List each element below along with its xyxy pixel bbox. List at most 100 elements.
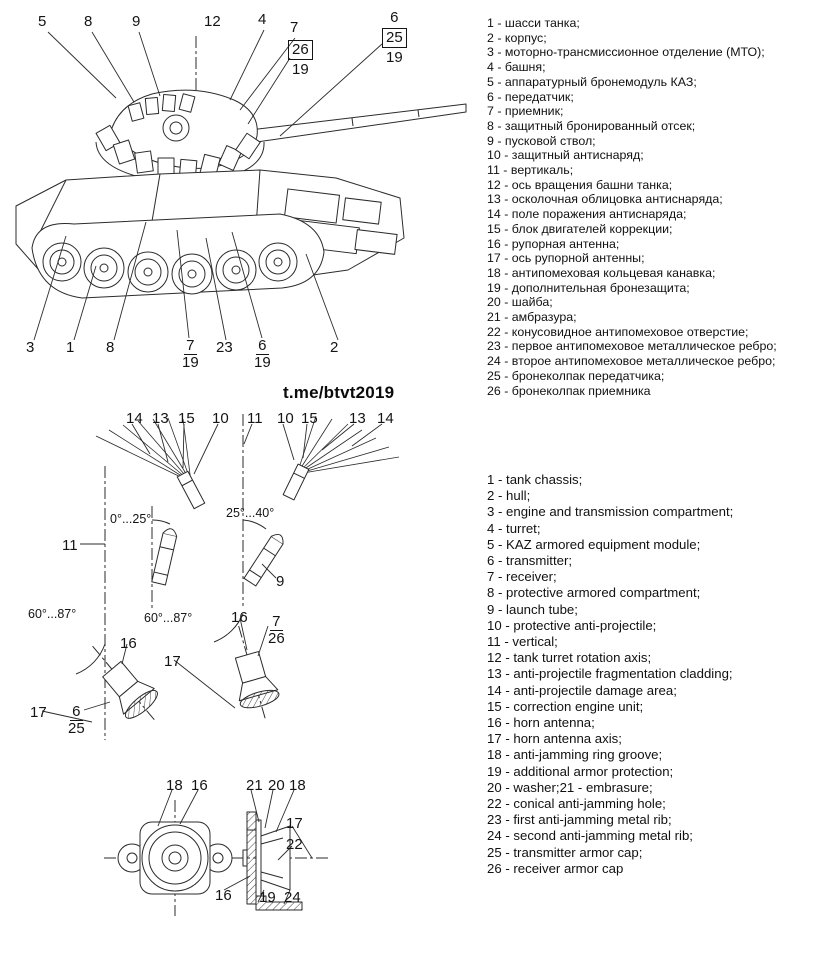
callout-11: 11 bbox=[247, 410, 263, 427]
legend-en-item: 10 - protective anti-projectile; bbox=[487, 617, 657, 633]
callout-25: 25 bbox=[68, 719, 85, 737]
callout-frac-6-19: 6 19 bbox=[252, 338, 273, 371]
legend-en-item: 4 - turret; bbox=[487, 520, 541, 536]
angle-arc-0-25 bbox=[151, 519, 171, 525]
gun-barrel bbox=[249, 103, 467, 144]
legend-en-item: 3 - engine and transmission compartment; bbox=[487, 504, 734, 520]
launch-tube-right bbox=[243, 534, 284, 587]
horn-antenna-detail-drawing bbox=[104, 789, 330, 916]
callout-13: 13 bbox=[152, 410, 169, 427]
legend-ru-item: 8 - защитный бронированный отсек; bbox=[487, 118, 696, 133]
legend-en-item: 15 - correction engine unit; bbox=[487, 698, 644, 714]
legend-ru-item: 5 - аппаратурный бронемодуль КАЗ; bbox=[487, 74, 697, 89]
callout-6: 6 bbox=[70, 703, 83, 721]
legend-en-item: 6 - transmitter; bbox=[487, 553, 573, 569]
legend-ru-item: 3 - моторно-трансмиссионное отделение (М… bbox=[487, 45, 765, 60]
angle-label-60-87-left: 60°...87° bbox=[28, 607, 77, 621]
callout-17: 17 bbox=[30, 704, 47, 721]
legend-ru-item: 16 - рупорная антенна; bbox=[487, 236, 620, 251]
callout-19: 19 bbox=[259, 889, 276, 906]
legend-en-item: 14 - anti-projectile damage area; bbox=[487, 682, 677, 698]
angle-label-60-87-right: 60°...87° bbox=[144, 611, 193, 625]
angle-label-25-40: 25°...40° bbox=[226, 506, 275, 520]
callout-9: 9 bbox=[276, 573, 285, 590]
callout-frac-6-25: 6 25 bbox=[66, 704, 87, 737]
legend-en-item: 22 - conical anti-jamming hole; bbox=[487, 796, 666, 812]
callout-16: 16 bbox=[231, 609, 248, 626]
callout-18: 18 bbox=[289, 777, 306, 794]
legend-ru-item: 13 - осколочная облицовка антиснаряда; bbox=[487, 192, 723, 207]
legend-en-item: 1 - tank chassis; bbox=[487, 472, 583, 487]
legend-en-item: 9 - launch tube; bbox=[487, 601, 578, 617]
callout-23: 23 bbox=[216, 339, 233, 356]
leader-lines bbox=[157, 789, 313, 905]
callout-19: 19 bbox=[182, 353, 199, 371]
callout-18: 18 bbox=[166, 777, 183, 794]
callout-26: 26 bbox=[268, 629, 285, 647]
anti-projectile-left bbox=[176, 470, 206, 510]
legend-ru-item: 19 - дополнительная бронезащита; bbox=[487, 280, 690, 295]
legend-ru-item: 22 - конусовидное антипомеховое отверсти… bbox=[487, 324, 749, 339]
callout-16: 16 bbox=[215, 887, 232, 904]
callout-stack-26-19: 26 19 bbox=[288, 40, 313, 78]
callout-24: 24 bbox=[284, 889, 301, 906]
legend-ru-item: 17 - ось рупорной антенны; bbox=[487, 251, 645, 266]
launch-tube-left bbox=[151, 528, 178, 586]
legend-en-item: 16 - horn antenna; bbox=[487, 715, 595, 731]
legend-en-item: 11 - vertical; bbox=[487, 634, 558, 650]
callout-20: 20 bbox=[268, 777, 285, 794]
callout-19: 19 bbox=[292, 60, 309, 78]
legend-ru-item: 20 - шайба; bbox=[487, 295, 553, 310]
kaz-geometry-drawing bbox=[41, 414, 400, 740]
angle-arc-60-87-right bbox=[213, 613, 244, 643]
callout-8: 8 bbox=[106, 339, 115, 356]
callout-frac-7-26: 7 26 bbox=[266, 614, 287, 647]
legend-ru-item: 24 - второе антипомеховое металлическое … bbox=[487, 354, 776, 369]
callout-frac-7-19: 7 19 bbox=[180, 338, 201, 371]
legend-ru-item: 2 - корпус; bbox=[487, 30, 547, 45]
legend-ru-item: 11 - вертикаль; bbox=[487, 163, 574, 178]
legend-russian: 1 - шасси танка;2 - корпус;3 - моторно-т… bbox=[487, 16, 817, 398]
angle-arc-25-40 bbox=[242, 519, 267, 530]
callout-1: 1 bbox=[66, 339, 75, 356]
legend-ru-item: 9 - пусковой ствол; bbox=[487, 133, 596, 148]
leader-lines bbox=[41, 423, 383, 723]
callout-12: 12 bbox=[204, 13, 221, 30]
callout-19: 19 bbox=[386, 48, 403, 66]
damage-area-left bbox=[95, 417, 192, 483]
legend-ru-item: 15 - блок двигателей коррекции; bbox=[487, 221, 673, 236]
legend-en-item: 2 - hull; bbox=[487, 488, 531, 504]
legend-ru-item: 1 - шасси танка; bbox=[487, 16, 580, 30]
callout-17: 17 bbox=[286, 815, 303, 832]
callout-8: 8 bbox=[84, 13, 93, 30]
callout-10: 10 bbox=[277, 410, 294, 427]
legend-ru-item: 6 - передатчик; bbox=[487, 89, 574, 104]
legend-en-item: 26 - receiver armor cap bbox=[487, 860, 624, 876]
callout-14: 14 bbox=[377, 410, 394, 427]
anti-projectile-right bbox=[282, 463, 310, 501]
callout-7: 7 bbox=[184, 337, 197, 355]
leader-lines bbox=[33, 29, 383, 341]
legend-en-item: 24 - second anti-jamming metal rib; bbox=[487, 828, 693, 844]
callout-3: 3 bbox=[26, 339, 35, 356]
legend-en-item: 19 - additional armor protection; bbox=[487, 763, 674, 779]
callout-4: 4 bbox=[258, 11, 267, 28]
watermark: t.me/btvt2019 bbox=[283, 383, 395, 402]
legend-ru-item: 21 - амбразура; bbox=[487, 310, 577, 325]
callout-2: 2 bbox=[330, 339, 339, 356]
legend-en-item: 12 - tank turret rotation axis; bbox=[487, 650, 652, 666]
legend-en-item: 5 - KAZ armored equipment module; bbox=[487, 536, 701, 552]
callout-13: 13 bbox=[349, 410, 366, 427]
legend-en-item: 20 - washer;21 - embrasure; bbox=[487, 779, 653, 795]
armor-bracket-section bbox=[255, 895, 303, 911]
callout-stack-6-25-19: 6 25 19 bbox=[382, 10, 407, 65]
legend-ru-item: 18 - антипомеховая кольцевая канавка; bbox=[487, 265, 716, 280]
figure-horn-antenna-detail: 18 16 21 20 18 17 22 16 19 24 bbox=[0, 772, 485, 960]
tank-overview-drawing bbox=[15, 29, 467, 341]
legend-ru-item: 26 - бронеколпак приемника bbox=[487, 383, 651, 398]
callout-22: 22 bbox=[286, 836, 303, 853]
legend-ru-item: 10 - защитный антиснаряд; bbox=[487, 148, 644, 163]
callout-10: 10 bbox=[212, 410, 229, 427]
callout-7: 7 bbox=[290, 19, 299, 36]
